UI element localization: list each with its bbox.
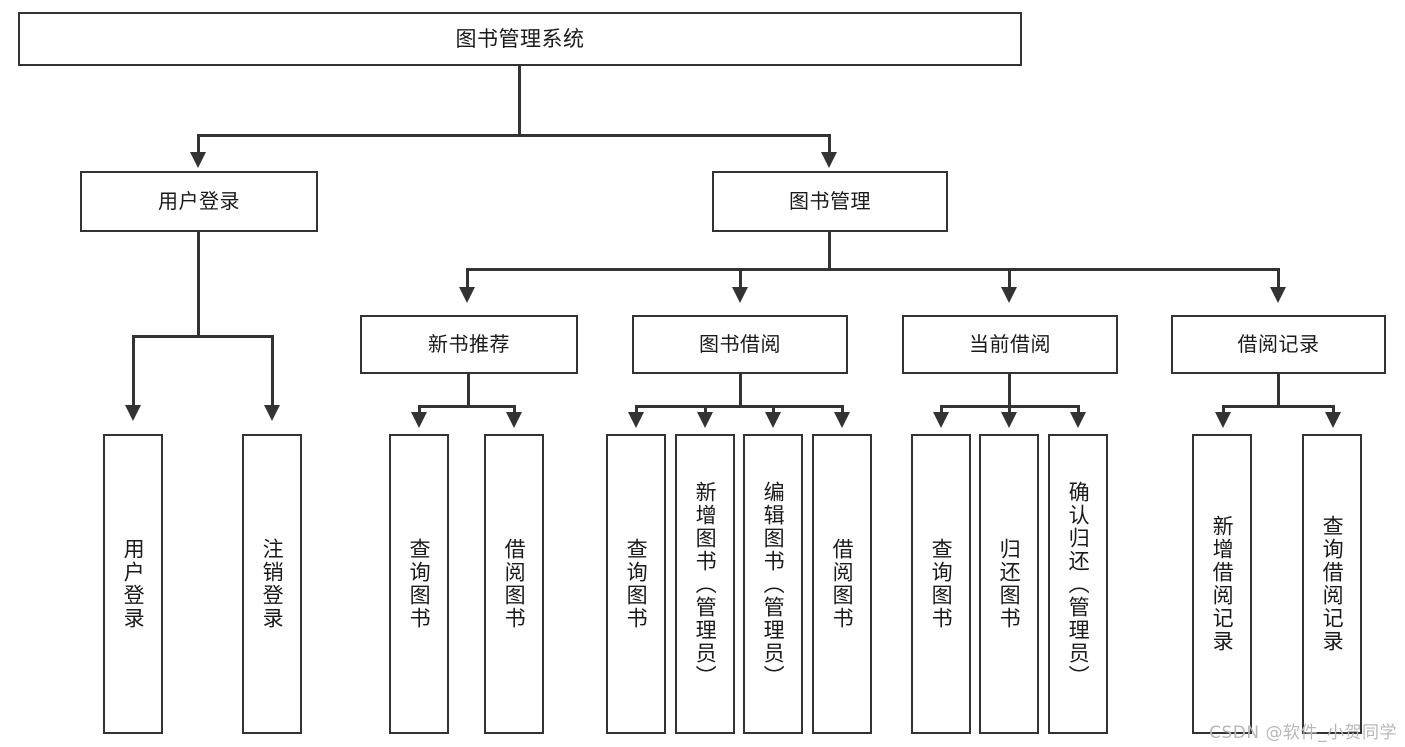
connector-drop-leaf-borrow-book-0 — [635, 405, 638, 415]
node-label: 用户登录 — [121, 538, 146, 630]
node-label: 新书推荐 — [428, 332, 510, 356]
node-label: 编辑图书（管理员） — [761, 480, 786, 688]
connector-drop-leaf-borrow-record-0 — [1222, 405, 1225, 415]
connector-user-login-bus — [132, 335, 274, 338]
node-sub-borrow-record[interactable]: 借阅记录 — [1171, 315, 1386, 374]
connector-drop-leaf-current-borrow-2 — [1077, 405, 1080, 415]
arrow-to-book-manage — [821, 152, 837, 168]
connector-borrow-book-stem — [739, 374, 742, 405]
connector-drop-sub-0 — [466, 268, 469, 290]
arrow-to-leaf-new-book-0 — [411, 412, 427, 428]
arrow-to-sub-0 — [459, 287, 475, 303]
arrow-to-user-login — [190, 152, 206, 168]
node-label: 图书借阅 — [699, 332, 781, 356]
arrow-to-sub-3 — [1270, 287, 1286, 303]
node-label: 查询图书 — [624, 538, 649, 630]
connector-current-borrow-stem — [1008, 374, 1011, 405]
node-label: 借阅记录 — [1237, 332, 1320, 356]
arrow-to-leaf-current-borrow-2 — [1070, 412, 1086, 428]
connector-drop-sub-2 — [1008, 268, 1011, 290]
connector-drop-leaf-user-login-0 — [132, 335, 135, 407]
connector-drop-sub-1 — [739, 268, 742, 290]
node-leaf-query-borrow-record[interactable]: 查询借阅记录 — [1302, 434, 1362, 734]
node-label: 确认归还（管理员） — [1066, 480, 1091, 688]
node-label: 查询图书 — [407, 538, 432, 630]
arrow-to-sub-1 — [732, 287, 748, 303]
node-label: 注销登录 — [260, 538, 285, 630]
node-label: 借阅图书 — [502, 538, 527, 630]
connector-drop-leaf-current-borrow-1 — [1008, 405, 1011, 415]
node-leaf-edit-book-admin[interactable]: 编辑图书（管理员） — [743, 434, 803, 734]
connector-borrow-book-bus — [635, 405, 843, 408]
connector-drop-leaf-borrow-book-2 — [772, 405, 775, 415]
connector-drop-leaf-borrow-book-1 — [704, 405, 707, 415]
node-sub-current-borrow[interactable]: 当前借阅 — [902, 315, 1118, 374]
node-sub-new-book[interactable]: 新书推荐 — [360, 315, 578, 374]
node-leaf-query-book-current[interactable]: 查询图书 — [911, 434, 971, 734]
arrow-to-leaf-current-borrow-0 — [933, 412, 949, 428]
connector-drop-leaf-borrow-book-3 — [841, 405, 844, 415]
node-branch-book-manage[interactable]: 图书管理 — [712, 171, 948, 232]
node-leaf-logout[interactable]: 注销登录 — [242, 434, 302, 734]
node-sub-borrow-book[interactable]: 图书借阅 — [632, 315, 848, 374]
node-leaf-user-login[interactable]: 用户登录 — [103, 434, 163, 734]
arrow-to-leaf-borrow-book-1 — [697, 412, 713, 428]
connector-drop-user-login — [197, 134, 200, 156]
node-label: 查询图书 — [929, 538, 954, 630]
arrow-to-leaf-user-login-0 — [125, 405, 141, 421]
connector-drop-leaf-user-login-1 — [271, 335, 274, 407]
arrow-to-leaf-new-book-1 — [506, 412, 522, 428]
connector-root-stem — [518, 66, 521, 134]
arrow-to-leaf-borrow-record-0 — [1215, 412, 1231, 428]
node-leaf-query-book-new[interactable]: 查询图书 — [389, 434, 449, 734]
connector-drop-leaf-new-book-0 — [418, 405, 421, 415]
node-label: 当前借阅 — [969, 332, 1051, 356]
connector-drop-leaf-current-borrow-0 — [940, 405, 943, 415]
node-label: 新增图书（管理员） — [693, 480, 718, 688]
node-leaf-return-book[interactable]: 归还图书 — [979, 434, 1039, 734]
node-label: 用户登录 — [158, 189, 240, 213]
node-leaf-confirm-return-admin[interactable]: 确认归还（管理员） — [1048, 434, 1108, 734]
arrow-to-leaf-borrow-book-2 — [765, 412, 781, 428]
connector-drop-sub-3 — [1277, 268, 1280, 290]
node-label: 图书管理系统 — [455, 26, 585, 51]
arrow-to-leaf-user-login-1 — [264, 405, 280, 421]
node-leaf-query-book[interactable]: 查询图书 — [606, 434, 666, 734]
connector-user-login-stem — [197, 232, 200, 335]
node-leaf-add-book-admin[interactable]: 新增图书（管理员） — [675, 434, 735, 734]
node-label: 归还图书 — [997, 538, 1022, 630]
node-branch-user-login[interactable]: 用户登录 — [80, 171, 318, 232]
node-root-system[interactable]: 图书管理系统 — [18, 12, 1022, 66]
arrow-to-leaf-borrow-record-1 — [1325, 412, 1341, 428]
connector-book-manage-stem — [828, 232, 831, 268]
node-label: 查询借阅记录 — [1320, 515, 1345, 653]
node-leaf-borrow-book-new[interactable]: 借阅图书 — [484, 434, 544, 734]
connector-drop-book-manage — [828, 134, 831, 156]
node-label: 借阅图书 — [830, 538, 855, 630]
node-leaf-borrow-book[interactable]: 借阅图书 — [812, 434, 872, 734]
connector-borrow-record-stem — [1277, 374, 1280, 405]
connector-new-book-stem — [467, 374, 470, 405]
arrow-to-sub-2 — [1001, 287, 1017, 303]
connector-new-book-bus — [418, 405, 516, 408]
node-label: 图书管理 — [789, 189, 871, 213]
arrow-to-leaf-borrow-book-3 — [834, 412, 850, 428]
arrow-to-leaf-borrow-book-0 — [628, 412, 644, 428]
connector-book-manage-bus — [466, 268, 1278, 271]
connector-drop-leaf-borrow-record-1 — [1332, 405, 1335, 415]
node-label: 新增借阅记录 — [1210, 515, 1235, 653]
node-leaf-add-borrow-record[interactable]: 新增借阅记录 — [1192, 434, 1252, 734]
connector-drop-leaf-new-book-1 — [513, 405, 516, 415]
connector-borrow-record-bus — [1222, 405, 1335, 408]
connector-root-bus — [197, 134, 831, 137]
arrow-to-leaf-current-borrow-1 — [1001, 412, 1017, 428]
